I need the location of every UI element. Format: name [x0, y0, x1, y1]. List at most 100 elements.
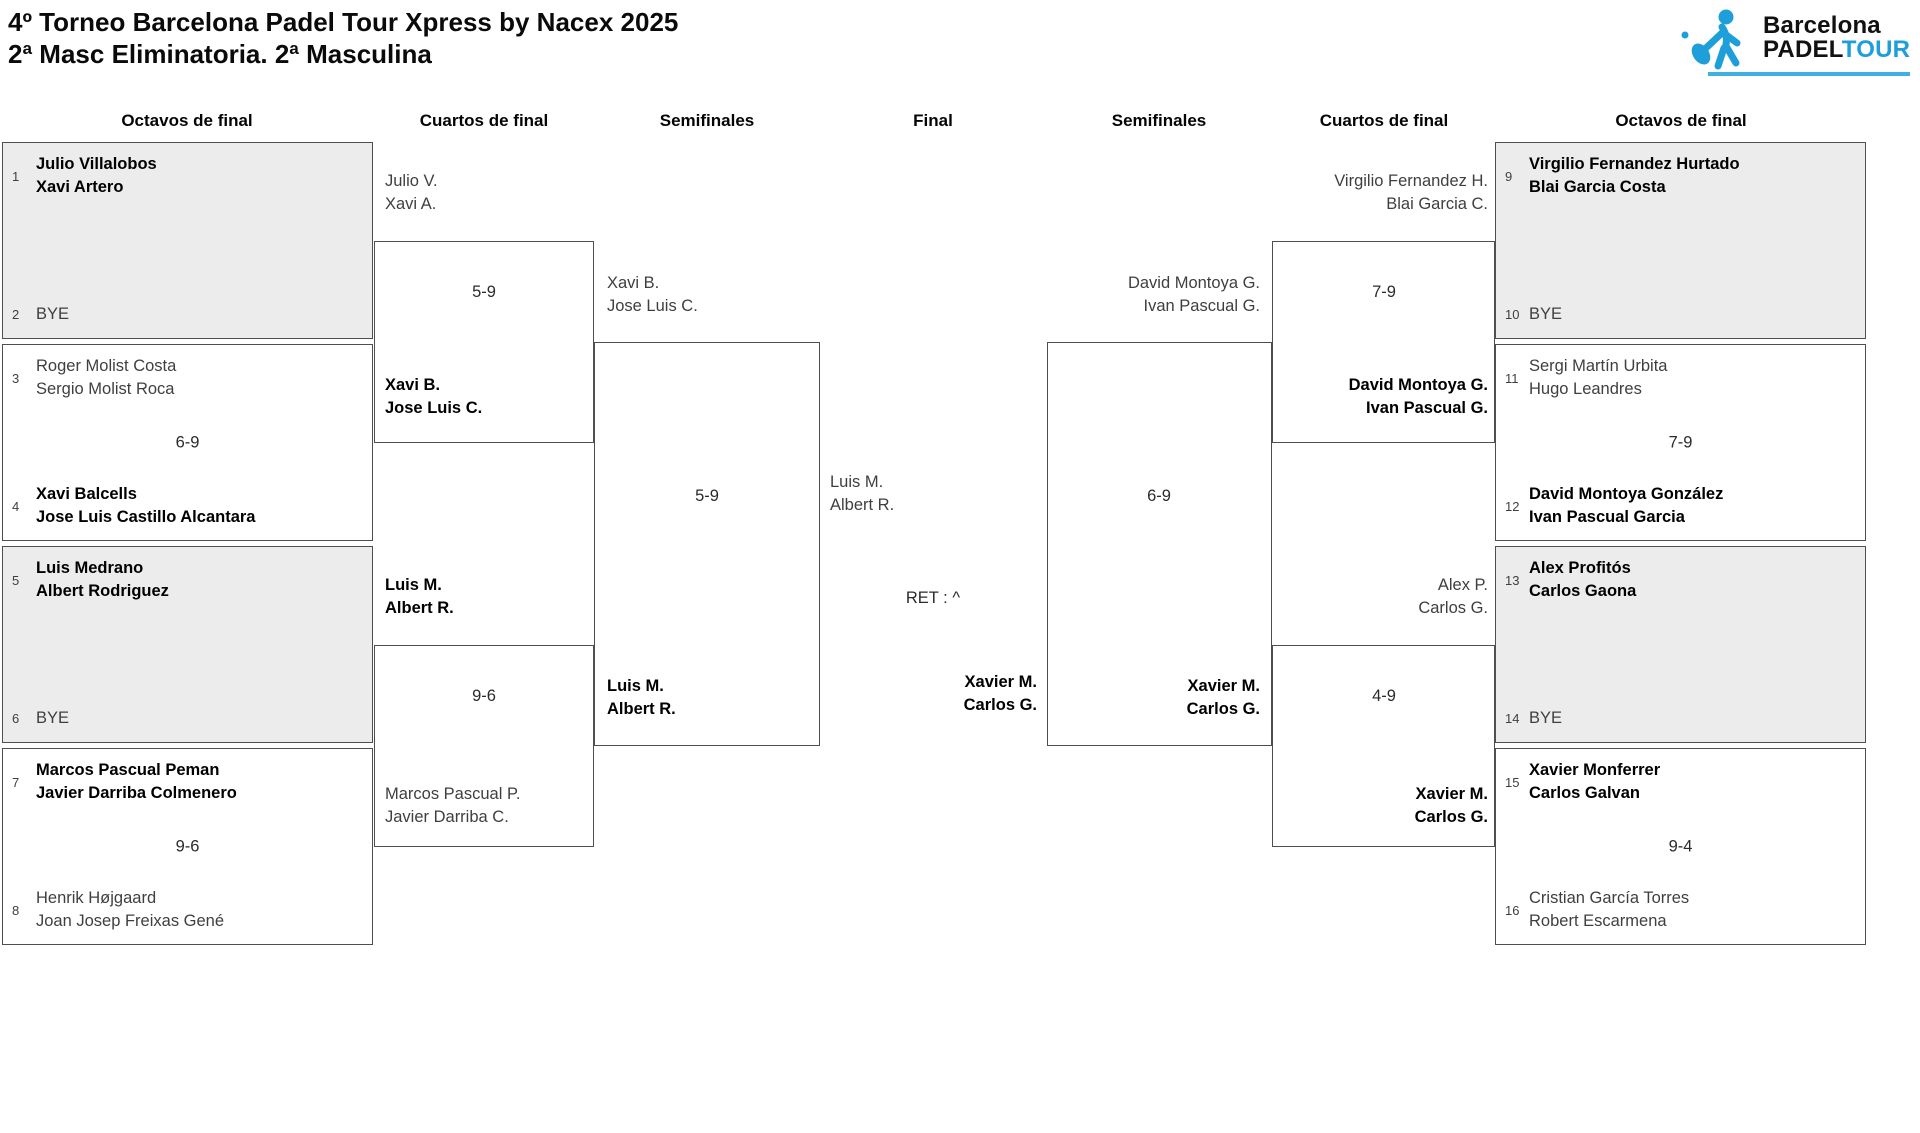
- player-name: Carlos Gaona: [1529, 582, 1637, 600]
- qf-right-2-bottom-team: Xavier M. Carlos G.: [1415, 783, 1488, 829]
- bye-row: 6 BYE: [12, 707, 366, 730]
- seed-number: 11: [1505, 370, 1519, 386]
- team-row: 9 Virgilio Fernandez Hurtado Blai Garcia…: [1505, 153, 1859, 199]
- player-name: Sergi Martín Urbita: [1529, 357, 1668, 375]
- r16-match-5-box: 9 Virgilio Fernandez Hurtado Blai Garcia…: [1495, 142, 1866, 339]
- player-name: Albert Rodriguez: [36, 582, 169, 600]
- seed-number: 10: [1505, 307, 1520, 322]
- team-row: 16 Cristian García Torres Robert Escarme…: [1505, 887, 1859, 933]
- r16-match-2-box: 3 Roger Molist Costa Sergio Molist Roca …: [2, 344, 373, 541]
- sf-right-score: 6-9: [1147, 487, 1171, 505]
- seed-number: 15: [1505, 774, 1520, 790]
- match-score: 6-9: [175, 433, 200, 451]
- player-name: Jose Luis C.: [385, 399, 483, 417]
- header-cuartos-left: Cuartos de final: [419, 111, 549, 130]
- header-octavos-right: Octavos de final: [1615, 111, 1747, 130]
- draw-subtitle: 2ª Masc Eliminatoria. 2ª Masculina: [8, 39, 432, 69]
- seed-number: 3: [12, 370, 20, 386]
- player-name: Ivan Pascual G.: [1366, 399, 1488, 417]
- team-names: Marcos Pascual Peman Javier Darriba Colm…: [36, 759, 237, 805]
- player-name: Carlos G.: [1186, 700, 1260, 718]
- qf-right-1-top-team: Virgilio Fernandez H. Blai Garcia C.: [1334, 170, 1488, 216]
- team-names: Alex Profitós Carlos Gaona: [1529, 557, 1636, 603]
- team-names: Roger Molist Costa Sergio Molist Roca: [36, 355, 176, 401]
- team-row: 7 Marcos Pascual Peman Javier Darriba Co…: [12, 759, 366, 805]
- player-name: Carlos G.: [963, 696, 1037, 714]
- player-name: Xavi B.: [385, 376, 441, 394]
- qf-right-1-score: 7-9: [1372, 283, 1396, 301]
- seed-number: 6: [12, 711, 20, 726]
- team-row: 13 Alex Profitós Carlos Gaona: [1505, 557, 1859, 603]
- r16-match-3-box: 5 Luis Medrano Albert Rodriguez 6 BYE: [2, 546, 373, 743]
- bye-label: BYE: [36, 709, 70, 727]
- seed-number: 16: [1505, 902, 1520, 918]
- player-name: Jose Luis C.: [607, 297, 698, 315]
- player-name: Alex Profitós: [1529, 559, 1631, 577]
- r16-match-8-box: 15 Xavier Monferrer Carlos Galvan 9-4 16…: [1495, 748, 1866, 945]
- team-names: Julio Villalobos Xavi Artero: [36, 153, 157, 199]
- qf-right-2-score: 4-9: [1372, 687, 1396, 705]
- player-name: Blai Garcia C.: [1386, 195, 1488, 213]
- logo-tour-text: TOUR: [1841, 36, 1911, 63]
- player-name: Xavier M.: [1415, 785, 1488, 803]
- logo-wordmark: Barcelona PADELTOUR: [1763, 14, 1910, 62]
- header-cuartos-right: Cuartos de final: [1319, 111, 1449, 130]
- match-score: 9-6: [175, 837, 200, 855]
- player-name: Xavi A.: [385, 195, 437, 213]
- player-name: Luis M.: [385, 576, 442, 594]
- logo-brand-text: Barcelona: [1763, 12, 1881, 39]
- player-name: Blai Garcia Costa: [1529, 178, 1666, 196]
- player-name: Roger Molist Costa: [36, 357, 177, 375]
- player-name: Xavier M.: [1187, 677, 1260, 695]
- qf-left-2-score: 9-6: [472, 687, 496, 705]
- qf-left-1-box: [374, 241, 594, 443]
- r16-match-1-box: 1 Julio Villalobos Xavi Artero 2 BYE: [2, 142, 373, 339]
- player-name: Virgilio Fernandez H.: [1334, 172, 1488, 190]
- team-names: Cristian García Torres Robert Escarmena: [1529, 887, 1689, 933]
- match-score: 9-4: [1668, 837, 1693, 855]
- seed-number: 7: [12, 774, 20, 790]
- r16-match-6-box: 11 Sergi Martín Urbita Hugo Leandres 7-9…: [1495, 344, 1866, 541]
- player-name: Julio V.: [385, 172, 438, 190]
- player-name: Ivan Pascual G.: [1143, 297, 1260, 315]
- qf-left-2-box: [374, 645, 594, 847]
- player-name: Carlos G.: [1414, 808, 1488, 826]
- r16-match-4-box: 7 Marcos Pascual Peman Javier Darriba Co…: [2, 748, 373, 945]
- player-name: David Montoya G.: [1348, 376, 1488, 394]
- bye-label: BYE: [1529, 305, 1563, 323]
- sf-left-box: [594, 342, 820, 746]
- sf-right-box: [1047, 342, 1272, 746]
- qf-left-1-score: 5-9: [472, 283, 496, 301]
- header-final: Final: [913, 111, 953, 130]
- player-name: Carlos G.: [1418, 599, 1488, 617]
- team-row: 11 Sergi Martín Urbita Hugo Leandres: [1505, 355, 1859, 401]
- qf-left-1-top-team: Julio V. Xavi A.: [385, 170, 438, 216]
- team-row: 12 David Montoya González Ivan Pascual G…: [1505, 483, 1859, 529]
- team-names: David Montoya González Ivan Pascual Garc…: [1529, 483, 1723, 529]
- team-row: 1 Julio Villalobos Xavi Artero: [12, 153, 366, 199]
- logo-underline: [1708, 72, 1910, 76]
- seed-number: 13: [1505, 572, 1520, 588]
- player-name: Hugo Leandres: [1529, 380, 1642, 398]
- player-name: Xavi Balcells: [36, 485, 137, 503]
- player-name: Robert Escarmena: [1529, 912, 1667, 930]
- header-semis-right: Semifinales: [1111, 111, 1207, 130]
- team-row: 8 Henrik Højgaard Joan Josep Freixas Gen…: [12, 887, 366, 933]
- seed-number: 14: [1505, 711, 1520, 726]
- team-names: Xavier Monferrer Carlos Galvan: [1529, 759, 1660, 805]
- seed-number: 9: [1505, 168, 1513, 184]
- qf-left-2-top-team: Luis M. Albert R.: [385, 574, 454, 620]
- team-row: 4 Xavi Balcells Jose Luis Castillo Alcan…: [12, 483, 366, 529]
- team-row: 3 Roger Molist Costa Sergio Molist Roca: [12, 355, 366, 401]
- qf-left-2-bottom-team: Marcos Pascual P. Javier Darriba C.: [385, 783, 520, 829]
- player-name: Xavi B.: [607, 274, 660, 292]
- player-name: Javier Darriba C.: [385, 808, 509, 826]
- player-name: Virgilio Fernandez Hurtado: [1529, 155, 1740, 173]
- bye-label: BYE: [36, 305, 70, 323]
- match-score: 7-9: [1668, 433, 1693, 451]
- seed-number: 5: [12, 572, 20, 588]
- padel-player-icon: [1681, 9, 1741, 70]
- player-name: Albert R.: [385, 599, 454, 617]
- r16-match-7-box: 13 Alex Profitós Carlos Gaona 14 BYE: [1495, 546, 1866, 743]
